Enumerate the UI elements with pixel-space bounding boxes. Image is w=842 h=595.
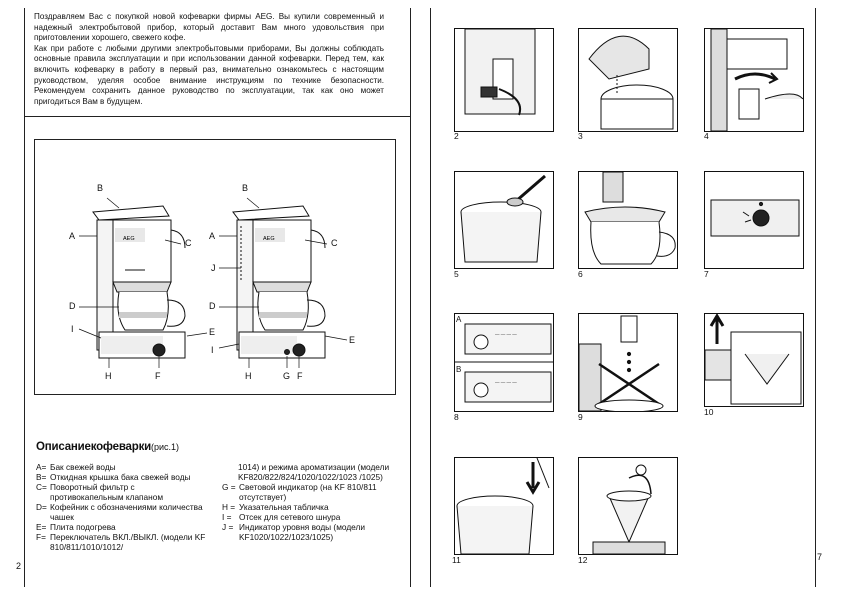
machine-left [92,205,186,359]
list-item: H =Указательная табличка [222,502,329,512]
list-item: J =Индикатор уровня воды (модели KF1020/… [222,522,365,542]
page-number-right: 7 [817,552,823,562]
leader-lines [78,197,348,368]
svg-text:— — — —: — — — — [495,332,517,337]
list-item: E=Плита подогрева [36,522,116,532]
label-right-i: I [211,345,214,355]
brand-logo-left: AEG [123,236,135,242]
list-item: C=Поворотный фильтр с противокапельным к… [36,482,164,502]
step-caption: 4 [704,131,709,141]
step-caption: 10 [704,407,714,417]
label-left-c: C [185,238,192,248]
step-caption: 5 [454,269,459,279]
step-caption: 11 [452,555,461,565]
step-caption: 6 [578,269,583,279]
step-6-illustration [578,171,678,269]
step-caption: 8 [454,412,459,422]
label-left-h: H [105,371,112,381]
step-7-illustration [704,171,804,269]
label-right-b: B [242,183,249,193]
svg-text:— — — —: — — — — [495,380,517,385]
list-item: A=Бак свежей воды [36,462,116,472]
label-left-i: I [71,324,74,334]
description-heading: Описаниекофеварки(рис.1) [36,441,179,453]
list-item: I =Отсек для сетевого шнура [222,512,341,522]
label-right-f: F [297,371,303,381]
label-right-a: A [209,231,216,241]
coffee-maker-figure: AEG AEG B A C D I E H F B A C J D E I H … [34,139,396,395]
step-4-illustration [704,28,804,132]
label-right-h: H [245,371,252,381]
step-caption: 12 [578,555,588,565]
step-11-illustration [454,457,554,555]
label-right-g: G [283,371,291,381]
list-item: G =Световой индикатор (на KF 810/811 отс… [222,482,377,502]
description-list-1: A=Бак свежей воды B=Откидная крышка бака… [36,462,206,552]
label-left-d: D [69,301,76,311]
intro-paragraph-1: Поздравляем Вас с покупкой новой кофевар… [34,12,384,43]
intro-paragraph-2: Как при работе с любыми другими электроб… [34,43,384,106]
list-item: D=Кофейник с обозначениями количества ча… [36,502,203,522]
left-margin-line [24,8,25,587]
coffee-maker-illustration: AEG AEG [78,197,348,368]
left-page-right-line [410,8,411,587]
page-number-left: 2 [16,561,22,571]
step-3-illustration [578,28,678,132]
label-left-f: F [155,371,161,381]
step-10-illustration [704,313,804,407]
step-2-illustration [454,28,554,132]
machine-right [232,205,326,359]
description-figure-ref: (рис.1) [151,442,180,452]
label-right-d: D [209,301,216,311]
step-8-illustration: — — — — — — — — A B [454,313,554,412]
list-item-continuation: 1014) и режима ароматизации (модели KF82… [238,462,390,482]
step-caption: 9 [578,412,583,422]
step-caption: 3 [578,131,583,141]
fig8-tag-a: A [456,315,462,324]
label-right-e: E [349,335,356,345]
step-12-illustration [578,457,678,555]
list-item: F=Переключатель ВКЛ./ВЫКЛ. (модели KF 81… [36,532,206,552]
intro-divider [24,116,410,117]
step-caption: 2 [454,131,459,141]
step-9-illustration [578,313,678,412]
description-title: Описаниекофеварки [36,441,152,453]
label-right-j: J [211,263,216,273]
brand-logo-right: AEG [263,236,275,242]
list-item: B=Откидная крышка бака свежей воды [36,472,191,482]
fig8-tag-b: B [456,365,462,374]
right-page-left-line [430,8,431,587]
label-left-e: E [209,327,216,337]
label-left-b: B [97,183,104,193]
description-list-2: 1014) и режима ароматизации (модели KF82… [222,462,398,542]
step-5-illustration [454,171,554,269]
intro-text: Поздравляем Вас с покупкой новой кофевар… [34,12,384,107]
right-margin-line [815,8,816,587]
label-right-c: C [331,238,338,248]
label-left-a: A [69,231,76,241]
step-caption: 7 [704,269,709,279]
